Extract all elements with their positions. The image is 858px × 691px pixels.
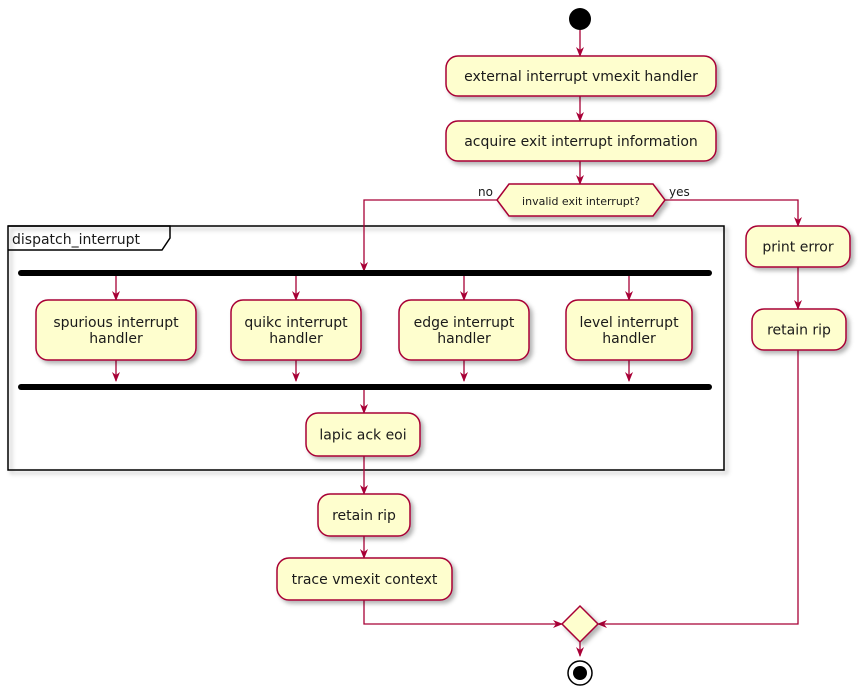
activity-acquire-info: acquire exit interrupt information: [445, 120, 717, 162]
activity-nodes: external interrupt vmexit handler acquire…: [35, 55, 851, 601]
activity-retain-rip-main: retain rip: [317, 493, 411, 537]
partition-label: dispatch_interrupt: [12, 232, 140, 248]
start-node: [569, 8, 591, 30]
activity-label-line: edge interrupt: [414, 315, 515, 331]
activity-trace-context: trace vmexit context: [276, 557, 453, 601]
activity-label-line: lapic ack eoi: [319, 428, 406, 444]
activity-label-line: acquire exit interrupt information: [464, 134, 698, 150]
activity-label-line: spurious interrupt: [53, 315, 179, 331]
edge-decision-yes: [665, 199, 802, 227]
merge-node: [560, 604, 600, 644]
activity-label-line: retain rip: [767, 323, 831, 339]
edge-retain-error-to-merge: [597, 350, 799, 628]
decision-label: invalid exit interrupt?: [522, 195, 640, 208]
activity-retain-rip-error: retain rip: [751, 308, 847, 351]
decision-yes-label: yes: [669, 185, 690, 199]
edge-decision-no: [360, 199, 497, 272]
activity-external-handler: external interrupt vmexit handler: [445, 55, 717, 97]
fork-bar: [18, 270, 712, 276]
activity-label-line: retain rip: [332, 508, 396, 524]
partition-dispatch-interrupt: dispatch_interrupt: [7, 225, 725, 471]
activity-label-line: print error: [762, 240, 833, 256]
end-node: [567, 660, 593, 686]
activity-label-line: quikc interrupt: [244, 315, 348, 331]
decision-invalid-exit-interrupt: invalid exit interrupt? no yes: [478, 183, 690, 217]
decision-no-label: no: [478, 185, 493, 199]
join-bar: [18, 384, 712, 390]
edges: [112, 30, 802, 657]
activity-label-line: handler: [437, 331, 491, 347]
activity-print-error: print error: [745, 225, 851, 268]
activity-label-line: trace vmexit context: [292, 572, 438, 588]
edge-trace-to-merge: [363, 600, 563, 628]
activity-label-line: external interrupt vmexit handler: [464, 69, 698, 85]
activity-label-line: handler: [602, 331, 656, 347]
activity-label-line: handler: [89, 331, 143, 347]
activity-lapic-ack: lapic ack eoi: [305, 412, 421, 457]
activity-label-line: level interrupt: [579, 315, 679, 331]
activity-label-line: handler: [269, 331, 323, 347]
